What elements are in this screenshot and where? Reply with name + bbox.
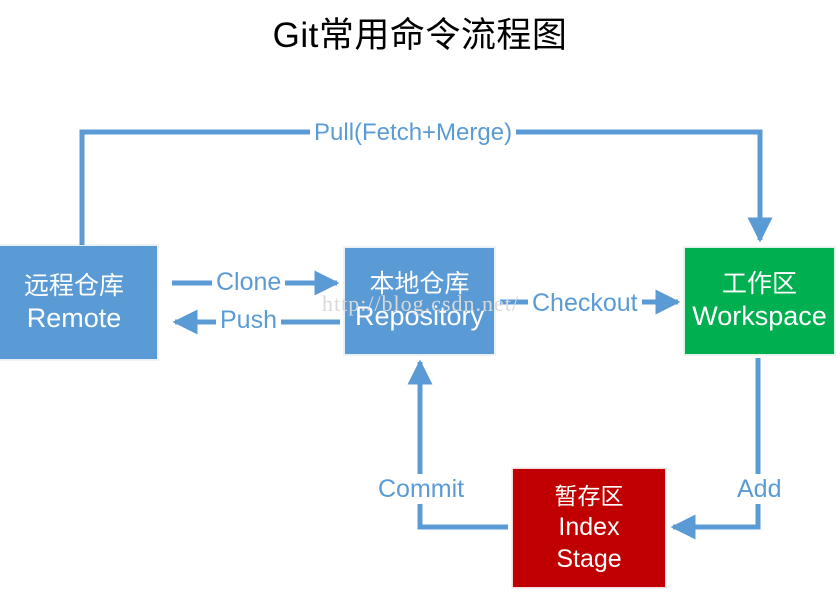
node-remote[interactable]: 远程仓库 Remote [0,245,158,360]
edge-label-checkout: Checkout [528,288,642,318]
node-workspace-label-cn: 工作区 [721,270,797,298]
node-index-label-en2: Stage [556,545,622,573]
edge-commit-path [407,359,508,530]
edge-label-add: Add [733,474,786,504]
node-repository-label-cn: 本地仓库 [369,270,470,298]
edge-label-clone: Clone [212,267,286,297]
edge-add-path [670,358,761,540]
node-index-label-cn: 暂存区 [554,483,624,509]
node-repository[interactable]: 本地仓库 Repository [344,247,495,355]
page-title: Git常用命令流程图 [272,16,568,55]
node-remote-label-en: Remote [26,302,122,333]
node-index-stage[interactable]: 暂存区 Index Stage [512,468,666,588]
edge-pull-path [79,129,773,245]
node-repository-label-en: Repository [354,301,485,331]
node-workspace-label-en: Workspace [692,301,827,331]
edge-label-push: Push [216,305,281,335]
node-remote-label-cn: 远程仓库 [23,271,124,300]
node-workspace[interactable]: 工作区 Workspace [684,247,835,355]
node-index-label-en: Index [558,513,620,541]
edge-label-commit: Commit [374,474,469,504]
edge-label-pull: Pull(Fetch+Merge) [310,118,517,148]
